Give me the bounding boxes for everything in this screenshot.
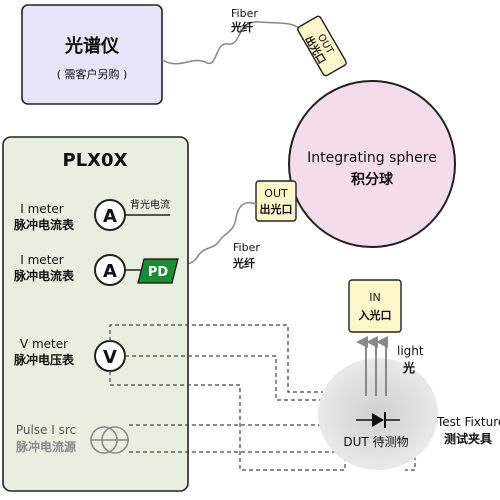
ammeter-symbol: A <box>103 261 117 282</box>
light-label-cn: 光 <box>402 360 415 375</box>
pulse-label-en: Pulse I src <box>16 423 76 437</box>
voltmeter-symbol: V <box>103 347 117 368</box>
fiber-cable-top <box>161 21 307 65</box>
vmeter-label-cn: 脉冲电压表 <box>13 352 75 367</box>
imeter2-label-cn: 脉冲电流表 <box>13 268 75 283</box>
test-fixture <box>318 358 438 470</box>
dut-label: DUT 待测物 <box>343 435 408 449</box>
imeter1-label-en: I meter <box>20 202 64 216</box>
fixture-label-cn: 测试夹具 <box>444 431 492 446</box>
pulse-label-cn: 脉冲电流源 <box>15 439 76 454</box>
port-out-left: OUT 出光口 <box>255 180 297 222</box>
plx-title: PLX0X <box>63 150 128 171</box>
port-out-top: OUT 出光口 <box>297 15 347 77</box>
imeter1-label-cn: 脉冲电流表 <box>13 217 75 232</box>
port-in-cn: 入光口 <box>359 308 392 322</box>
pd-label: PD <box>148 265 169 280</box>
fiber-top-en: Fiber <box>231 7 258 20</box>
fiber-cable-mid <box>177 202 257 269</box>
spectrometer-subtitle: ( 需客户另购 ) <box>57 67 128 81</box>
sphere-title-cn: 积分球 <box>351 171 394 188</box>
current-source-icon <box>90 426 129 454</box>
ammeter-symbol: A <box>103 206 117 227</box>
pd-photodiode <box>137 258 179 284</box>
dut-diode-icon <box>356 412 400 428</box>
spectrometer-box <box>21 4 163 105</box>
fiber-mid-cn: 光纤 <box>232 256 255 270</box>
fixture-label-en: Test Fixture <box>436 415 500 429</box>
light-arrows <box>356 336 388 396</box>
port-in-en: IN <box>369 291 380 304</box>
fiber-top-cn: 光纤 <box>230 20 253 34</box>
plx-panel <box>2 136 189 492</box>
sphere-title-en: Integrating sphere <box>307 150 437 166</box>
light-label-en: light <box>397 344 424 358</box>
vmeter-label-en: V meter <box>20 337 68 351</box>
port-out-left-cn: 出光口 <box>260 202 293 216</box>
backlight-current-label: 背光电流 <box>130 198 170 211</box>
port-in: IN 入光口 <box>348 279 402 333</box>
imeter2-label-en: I meter <box>20 253 64 267</box>
port-out-left-en: OUT <box>264 187 288 200</box>
fiber-mid-en: Fiber <box>233 241 260 254</box>
spectrometer-title: 光谱仪 <box>64 35 120 57</box>
integrating-sphere <box>288 80 456 248</box>
